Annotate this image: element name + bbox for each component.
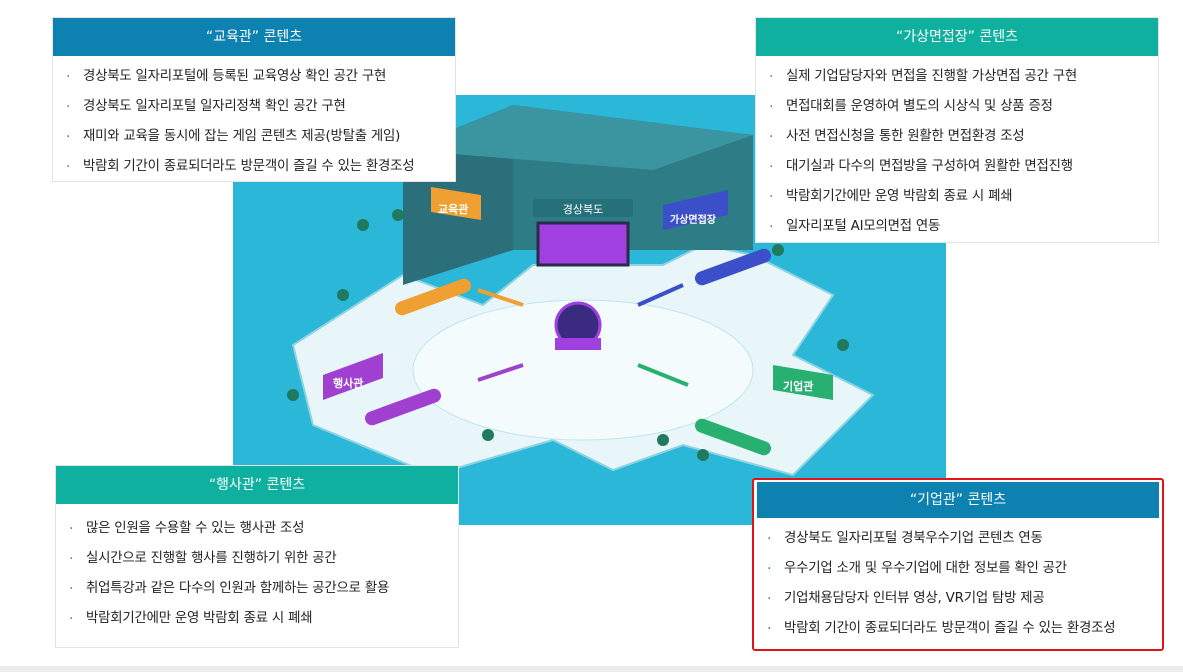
list-item: 대기실과 다수의 면접방을 구성하여 원활한 면접진행 xyxy=(756,152,1158,182)
education-path xyxy=(394,278,472,316)
virtual-interview-content-panel: “가상면접장” 콘텐츠 실제 기업담당자와 면접을 진행할 가상면접 공간 구현… xyxy=(755,17,1159,243)
virtual-path xyxy=(694,248,772,286)
list-item: 실제 기업담당자와 면접을 진행할 가상면접 공간 구현 xyxy=(756,62,1158,92)
list-item: 박람회 기간이 종료되더라도 방문객이 즐길 수 있는 환경조성 xyxy=(754,614,1162,644)
arrow-education xyxy=(477,288,524,307)
event-hall-sign: 행사관 xyxy=(333,376,363,390)
list-item: 우수기업 소개 및 우수기업에 대한 정보를 확인 공간 xyxy=(754,554,1162,584)
education-panel-title: “교육관” 콘텐츠 xyxy=(53,18,455,56)
event-panel-title: “행사관” 콘텐츠 xyxy=(56,466,458,504)
list-item: 실시간으로 진행할 행사를 진행하기 위한 공간 xyxy=(56,544,458,574)
list-item: 사전 면접신청을 통한 원활한 면접환경 조성 xyxy=(756,122,1158,152)
building-sign-plate xyxy=(533,199,633,217)
list-item: 박람회기간에만 운영 박람회 종료 시 폐쇄 xyxy=(756,182,1158,212)
list-item: 경상북도 일자리포털 일자리정책 확인 공간 구현 xyxy=(53,92,455,122)
list-item: 기업채용담당자 인터뷰 영상, VR기업 탐방 제공 xyxy=(754,584,1162,614)
list-item: 면접대회를 운영하여 별도의 시상식 및 상품 증정 xyxy=(756,92,1158,122)
arrow-enterprise xyxy=(637,363,689,387)
event-item-list: 많은 인원을 수용할 수 있는 행사관 조성 실시간으로 진행할 행사를 진행하… xyxy=(56,504,458,634)
arrow-event xyxy=(477,363,524,382)
bottom-divider xyxy=(0,666,1183,672)
virtual-item-list: 실제 기업담당자와 면접을 진행할 가상면접 공간 구현 면접대회를 운영하여 … xyxy=(756,56,1158,242)
enterprise-path xyxy=(694,418,772,456)
education-content-panel: “교육관” 콘텐츠 경상북도 일자리포털에 등록된 교육영상 확인 공간 구현 … xyxy=(52,17,456,182)
event-hall-sign-bg xyxy=(323,353,383,400)
education-item-list: 경상북도 일자리포털에 등록된 교육영상 확인 공간 구현 경상북도 일자리포털… xyxy=(53,56,455,182)
arrow-virtual xyxy=(637,283,684,307)
enterprise-hall-sign: 기업관 xyxy=(783,379,813,393)
expo-map-svg: 경상북도 교육관 가상면접장 행사관 기업관 xyxy=(287,105,875,477)
list-item: 취업특강과 같은 다수의 인원과 함께하는 공간으로 활용 xyxy=(56,574,458,604)
enterprise-item-list: 경상북도 일자리포털 경북우수기업 콘텐츠 연동 우수기업 소개 및 우수기업에… xyxy=(754,518,1162,644)
list-item: 많은 인원을 수용할 수 있는 행사관 조성 xyxy=(56,514,458,544)
education-hall-sign: 교육관 xyxy=(438,202,468,216)
decorative-trees xyxy=(287,209,849,461)
building-sign: 경상북도 xyxy=(563,203,603,216)
list-item: 박람회 기간이 종료되더라도 방문객이 즐길 수 있는 환경조성 xyxy=(53,152,455,182)
event-content-panel: “행사관” 콘텐츠 많은 인원을 수용할 수 있는 행사관 조성 실시간으로 진… xyxy=(55,465,459,648)
central-screen xyxy=(536,221,630,267)
event-path xyxy=(364,388,442,426)
list-item: 일자리포털 AI모의면접 연동 xyxy=(756,212,1158,242)
list-item: 경상북도 일자리포털 경북우수기업 콘텐츠 연동 xyxy=(754,524,1162,554)
list-item: 재미와 교육을 동시에 잡는 게임 콘텐츠 제공(방탈출 게임) xyxy=(53,122,455,152)
center-statue-base xyxy=(555,338,601,350)
virtual-hall-sign: 가상면접장 xyxy=(670,213,717,226)
education-hall-sign-bg xyxy=(431,187,481,220)
center-plaza xyxy=(412,299,754,441)
virtual-panel-title: “가상면접장” 콘텐츠 xyxy=(756,18,1158,56)
list-item: 박람회기간에만 운영 박람회 종료 시 폐쇄 xyxy=(56,604,458,634)
virtual-hall-sign-bg xyxy=(663,190,728,230)
enterprise-panel-title: “기업관” 콘텐츠 xyxy=(757,482,1159,518)
enterprise-hall-sign-bg xyxy=(773,365,833,400)
enterprise-content-panel: “기업관” 콘텐츠 경상북도 일자리포털 경북우수기업 콘텐츠 연동 우수기업 … xyxy=(752,478,1164,651)
list-item: 경상북도 일자리포털에 등록된 교육영상 확인 공간 구현 xyxy=(53,62,455,92)
central-building-roof xyxy=(403,105,753,170)
